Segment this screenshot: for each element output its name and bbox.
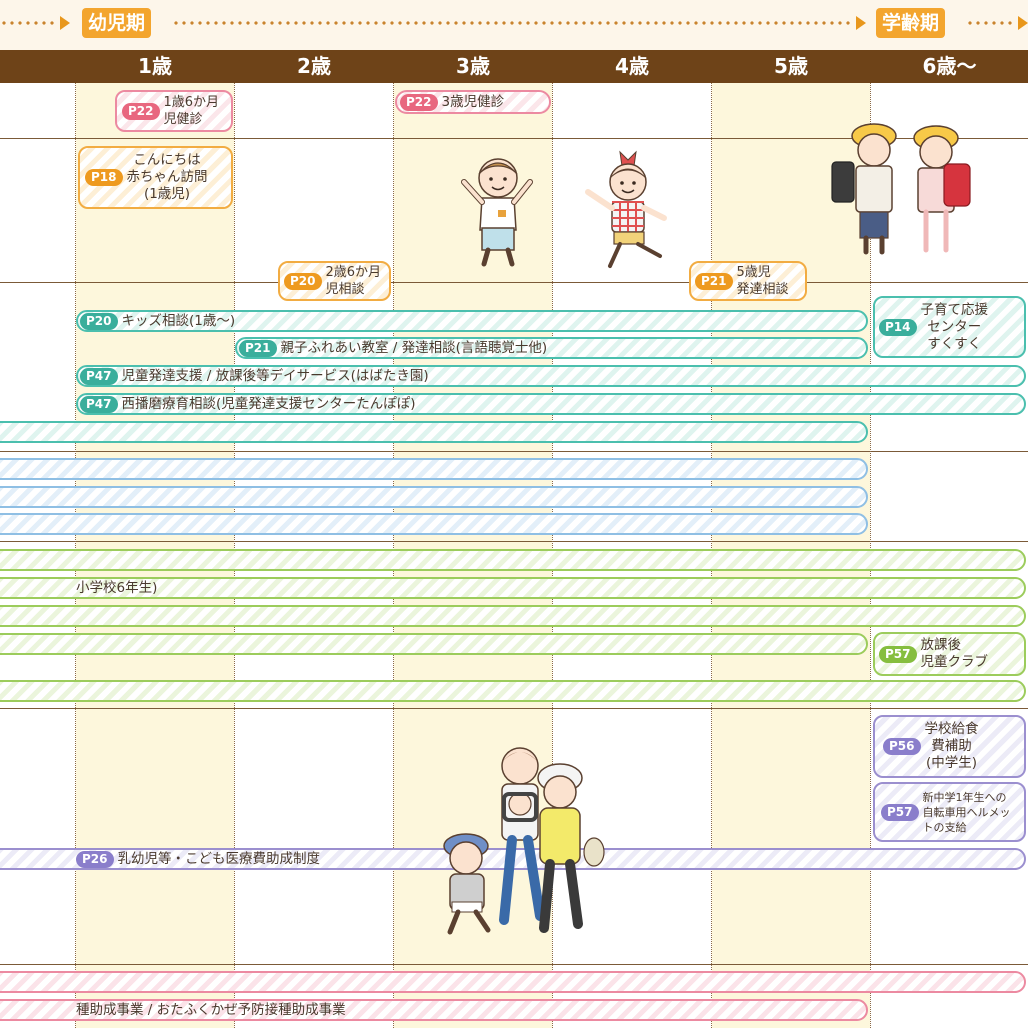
phase-label-infancy: 幼児期 [82, 8, 152, 38]
age-1: 1歳 [138, 54, 172, 78]
consult-label: 5歳児 発達相談 [736, 265, 789, 297]
bar-text: キッズ相談(1歳〜) [121, 313, 236, 329]
page-tag: P47 [80, 395, 118, 413]
page-tag: P20 [284, 272, 322, 290]
support-center-label: 子育て応援 センター すくすく [920, 301, 989, 352]
section-divider [0, 451, 1028, 452]
blue-bar[interactable] [0, 458, 868, 480]
after-school-club[interactable]: P57 放課後 児童クラブ [873, 632, 1026, 676]
page-tag: P22 [122, 102, 160, 120]
helmet-provision[interactable]: P57 新中学1年生への 自転車用ヘルメッ トの支給 [873, 782, 1026, 842]
phase-dotted-line [966, 21, 1016, 25]
phase-dotted-line [172, 21, 852, 25]
page-tag: P47 [80, 367, 118, 385]
section-divider [0, 964, 1028, 965]
after-school-label: 放課後 児童クラブ [920, 637, 989, 670]
age-2: 2歳 [297, 54, 331, 78]
page-tag: P20 [80, 312, 118, 330]
checkup-label: 1歳6か月 児健診 [163, 95, 220, 127]
page-tag: P57 [881, 803, 919, 821]
green-bar[interactable] [0, 549, 1026, 571]
vaccination-subsidy-bar[interactable]: 種助成事業 / おたふくかぜ予防接種助成事業 [0, 999, 868, 1021]
blue-bar[interactable] [0, 486, 868, 508]
phase-band: 幼児期 学齢期 [0, 0, 1028, 50]
arrow-right-icon [1018, 16, 1028, 30]
support-center-sukusuku[interactable]: P14 子育て応援 センター すくすく [873, 296, 1026, 358]
bar-text: 乳幼児等・こども医療費助成制度 [117, 851, 321, 867]
column-separator [870, 52, 871, 1028]
blue-bar[interactable] [0, 513, 868, 535]
page-tag: P14 [879, 318, 917, 336]
bar-text: 児童発達支援 / 放課後等デイサービス(はばたき園) [121, 368, 429, 384]
arrow-right-icon [856, 16, 866, 30]
checkup-3-year[interactable]: P22 3歳児健診 [395, 90, 551, 114]
column-separator [552, 52, 553, 1028]
age-3: 3歳 [456, 54, 490, 78]
checkup-18-month[interactable]: P22 1歳6か月 児健診 [115, 90, 233, 132]
page-tag: P18 [85, 169, 123, 186]
newborn-visit[interactable]: P18 こんにちは 赤ちゃん訪問 (1歳児) [78, 146, 233, 209]
green-bar[interactable] [0, 633, 868, 655]
section-divider [0, 708, 1028, 709]
age-header: 1歳 2歳 3歳 4歳 5歳 6歳〜 [0, 50, 1028, 83]
page-tag: P57 [879, 645, 917, 663]
pink-bar[interactable] [0, 971, 1026, 993]
bar-text: 西播磨療育相談(児童発達支援センターたんぽぽ) [121, 396, 416, 412]
helmet-label: 新中学1年生への 自転車用ヘルメッ トの支給 [922, 790, 1011, 834]
column-separator [711, 52, 712, 1028]
schoolchildren-with-randoseru-icon [831, 123, 971, 255]
bar-label: 種助成事業 / おたふくかぜ予防接種助成事業 [76, 1002, 346, 1018]
lunch-aid-label: 学校給食 費補助 (中学生) [924, 721, 979, 771]
newborn-visit-label: こんにちは 赤ちゃん訪問 (1歳児) [126, 152, 208, 202]
family-walking-icon [443, 747, 605, 935]
page-tag: P56 [883, 738, 921, 755]
age-6-plus: 6歳〜 [922, 54, 977, 78]
page-tag: P21 [239, 339, 277, 357]
teal-bar-continued[interactable] [0, 421, 868, 443]
green-bar-elementary[interactable]: 小学校6年生) [0, 577, 1026, 599]
page-tag: P26 [76, 850, 114, 868]
section-divider [0, 282, 1028, 283]
girl-with-bow-icon [585, 150, 667, 268]
age-5: 5歳 [774, 54, 808, 78]
bar-text: 親子ふれあい教室 / 発達相談(言語聴覚士他) [280, 340, 548, 356]
column-separator [75, 52, 76, 1028]
green-bar[interactable] [0, 605, 1026, 627]
green-bar[interactable] [0, 680, 1026, 702]
school-lunch-aid[interactable]: P56 学校給食 費補助 (中学生) [873, 715, 1026, 778]
page-tag: P21 [695, 272, 733, 290]
checkup-label: 3歳児健診 [441, 93, 505, 110]
bar-label: 小学校6年生) [76, 580, 158, 596]
consult-2y6m[interactable]: P20 2歳6か月 児相談 [278, 261, 391, 301]
column-separator [234, 52, 235, 1028]
consult-5-year[interactable]: P21 5歳児 発達相談 [689, 261, 807, 301]
age-4: 4歳 [615, 54, 649, 78]
toddler-boy-icon [461, 158, 533, 267]
arrow-right-icon [60, 16, 70, 30]
page-tag: P22 [400, 93, 438, 111]
column-separator [393, 52, 394, 1028]
phase-dotted-line [0, 21, 58, 25]
section-divider [0, 138, 1028, 139]
section-divider [0, 541, 1028, 542]
consult-label: 2歳6か月 児相談 [325, 265, 382, 297]
phase-label-school-age: 学齢期 [876, 8, 946, 38]
